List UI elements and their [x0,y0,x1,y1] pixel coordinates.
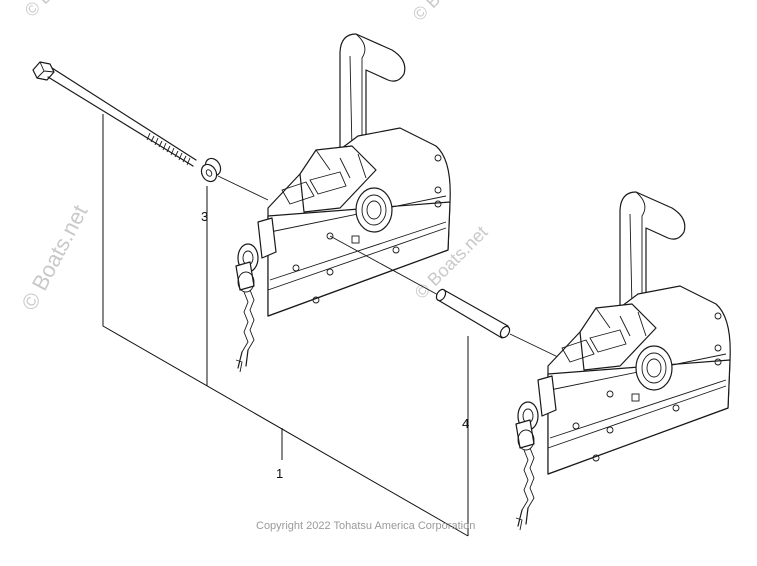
axis-line-upper [217,175,269,201]
remote-control-box-icon-lower [515,191,731,531]
watermark-side: © Boats.net [16,201,92,315]
watermark-top-left: © Boats.net [21,0,102,21]
callout-3: 3 [201,209,208,224]
watermark-top-mid: © Boats.net [409,0,490,25]
copyright-notice: Copyright 2022 Tohatsu America Corporati… [256,520,476,532]
axis-line-lower [509,333,561,359]
callout-lines [102,114,469,537]
callout-4: 4 [462,416,469,431]
washer-icon [200,157,222,183]
axis-line-middle [329,235,441,297]
remote-control-box-icon [235,33,451,373]
spacer-tube-icon [435,288,511,339]
through-bolt-icon [32,61,197,167]
callout-1: 1 [276,466,283,481]
